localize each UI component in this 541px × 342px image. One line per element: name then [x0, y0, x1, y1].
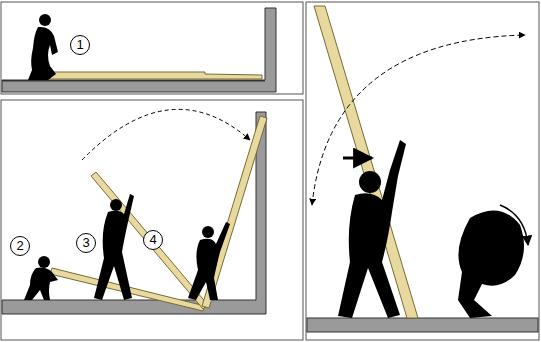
person-pushing — [338, 140, 406, 318]
rotation-arrow — [500, 205, 528, 245]
floor-line — [2, 80, 265, 82]
push-arrow — [343, 157, 372, 160]
callout-number: 4 — [143, 230, 163, 250]
person-pushing — [188, 222, 230, 300]
person-walking — [94, 194, 134, 300]
panel-frame — [1, 100, 303, 340]
callout-number: 1 — [70, 35, 90, 55]
floor-wall — [2, 112, 266, 314]
ladder — [314, 6, 418, 318]
plank — [46, 72, 262, 79]
person-crouching — [28, 14, 58, 80]
floor — [307, 318, 538, 332]
callout-number: 2 — [10, 236, 30, 256]
motion-arc — [82, 109, 250, 160]
person-bracing — [458, 210, 524, 318]
motion-arc — [312, 35, 525, 205]
person-lifting — [24, 256, 58, 300]
callout-number: 3 — [76, 233, 96, 253]
floor-wall — [2, 8, 276, 92]
panel-frame — [306, 2, 539, 340]
panel-frame — [1, 2, 303, 94]
ladder-position — [91, 172, 208, 309]
